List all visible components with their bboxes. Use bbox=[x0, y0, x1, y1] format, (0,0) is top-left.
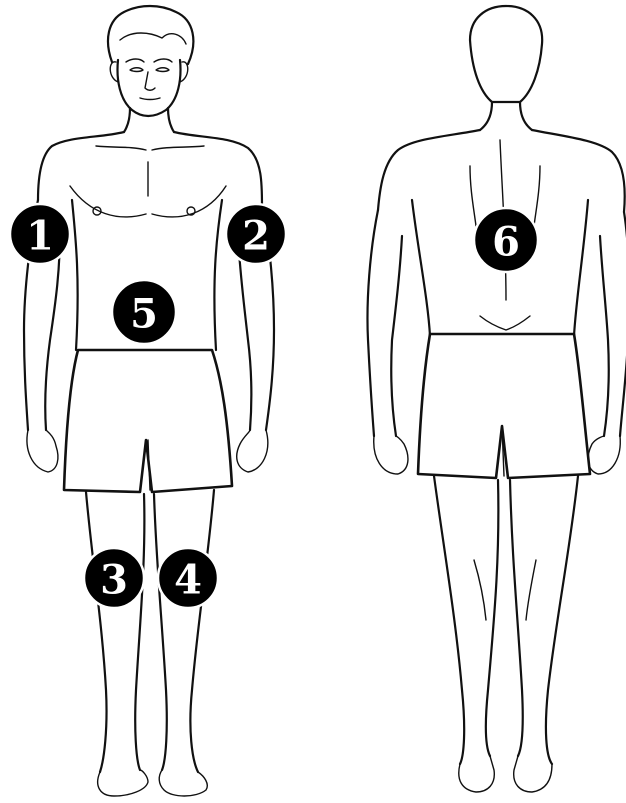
marker-6[interactable]: 6 bbox=[474, 208, 538, 272]
marker-2-label: 2 bbox=[242, 213, 270, 260]
marker-6-label: 6 bbox=[492, 219, 520, 266]
front-right-leg bbox=[154, 494, 167, 770]
marker-5-label: 5 bbox=[130, 291, 158, 338]
back-shorts bbox=[418, 334, 590, 478]
marker-1[interactable]: 1 bbox=[10, 204, 70, 264]
front-face bbox=[118, 60, 181, 116]
marker-3[interactable]: 3 bbox=[84, 548, 144, 608]
back-left-arm bbox=[367, 210, 378, 436]
marker-3-label: 3 bbox=[100, 557, 128, 604]
back-right-arm bbox=[620, 212, 626, 436]
front-left-leg bbox=[86, 492, 107, 772]
marker-5[interactable]: 5 bbox=[112, 280, 176, 344]
marker-4[interactable]: 4 bbox=[158, 548, 218, 608]
front-figure bbox=[24, 6, 274, 796]
back-right-leg bbox=[510, 480, 523, 756]
marker-4-label: 4 bbox=[174, 557, 202, 604]
front-hair bbox=[108, 6, 193, 64]
back-head bbox=[470, 6, 542, 102]
marker-2[interactable]: 2 bbox=[226, 204, 286, 264]
back-left-leg bbox=[434, 476, 464, 764]
back-torso bbox=[378, 130, 480, 210]
front-torso bbox=[38, 132, 124, 200]
back-figure bbox=[367, 6, 626, 792]
front-shorts bbox=[64, 350, 232, 492]
marker-1-label: 1 bbox=[26, 213, 54, 260]
